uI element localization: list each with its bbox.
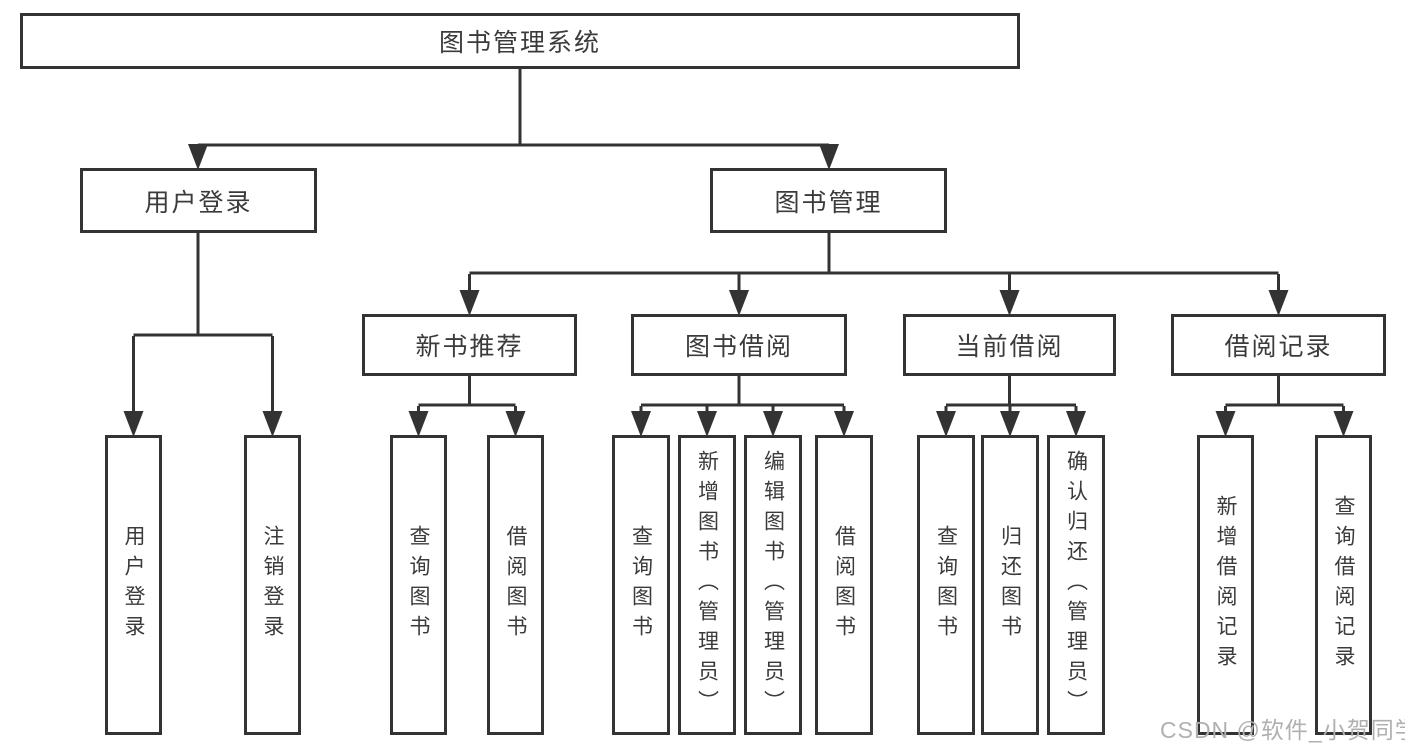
leaf-add-borrow-record: 新增借阅记录	[1197, 435, 1254, 735]
leaf-label: 新增借阅记录	[1214, 495, 1237, 675]
leaf-label: 查询图书	[934, 525, 958, 645]
leaf-label: 确认归还（管理员）	[1064, 450, 1088, 720]
leaf-logout: 注销登录	[244, 435, 301, 735]
leaf-edit-book-admin: 编辑图书（管理员）	[744, 435, 802, 735]
node-book-borrow: 图书借阅	[631, 314, 847, 376]
node-label: 用户登录	[144, 188, 253, 217]
leaf-label: 编辑图书（管理员）	[761, 450, 785, 720]
leaf-borrow-book: 借阅图书	[815, 435, 873, 735]
node-label: 图书管理系统	[438, 29, 601, 57]
node-label: 图书管理	[774, 188, 883, 217]
leaf-user-login: 用户登录	[105, 435, 162, 735]
leaf-query-book-borrow: 查询图书	[612, 435, 670, 735]
node-label: 当前借阅	[955, 333, 1064, 361]
node-library-management-system: 图书管理系统	[20, 13, 1020, 69]
connector-user-login-to-leaves	[132, 233, 274, 414]
connector-new-book-to-leaves	[417, 376, 517, 416]
connector-borrow-record-to-leaves	[1224, 376, 1345, 416]
connector-book-mgmt-to-level3	[468, 233, 1280, 296]
node-label: 图书借阅	[684, 333, 793, 361]
leaf-label: 注销登录	[261, 525, 284, 645]
leaf-label: 借阅图书	[504, 525, 527, 645]
leaf-query-book-recommend: 查询图书	[390, 435, 447, 735]
node-label: 新书推荐	[415, 333, 524, 361]
node-borrow-records: 借阅记录	[1171, 314, 1386, 376]
node-user-login: 用户登录	[80, 168, 317, 233]
leaf-return-book: 归还图书	[981, 435, 1039, 735]
leaf-label: 查询借阅记录	[1332, 495, 1355, 675]
connector-root-to-level2	[196, 68, 831, 152]
connector-current-borrow-to-leaves	[944, 376, 1078, 416]
csdn-watermark: CSDN @软件_小贺同学	[1160, 717, 1405, 743]
leaf-label: 查询图书	[407, 525, 430, 645]
leaf-confirm-return-admin: 确认归还（管理员）	[1047, 435, 1105, 735]
node-current-borrow: 当前借阅	[903, 314, 1116, 376]
node-book-management: 图书管理	[710, 168, 947, 233]
leaf-label: 新增图书（管理员）	[695, 450, 719, 720]
leaf-add-book-admin: 新增图书（管理员）	[678, 435, 736, 735]
leaf-label: 查询图书	[629, 525, 653, 645]
leaf-borrow-book-recommend: 借阅图书	[487, 435, 544, 735]
leaf-label: 用户登录	[122, 525, 145, 645]
leaf-label: 借阅图书	[832, 525, 856, 645]
leaf-label: 归还图书	[998, 525, 1022, 645]
node-new-book-recommend: 新书推荐	[362, 314, 577, 376]
node-label: 借阅记录	[1224, 333, 1333, 361]
connector-book-borrow-to-leaves	[639, 376, 846, 416]
leaf-query-book-current: 查询图书	[917, 435, 975, 735]
leaf-query-borrow-record: 查询借阅记录	[1315, 435, 1372, 735]
